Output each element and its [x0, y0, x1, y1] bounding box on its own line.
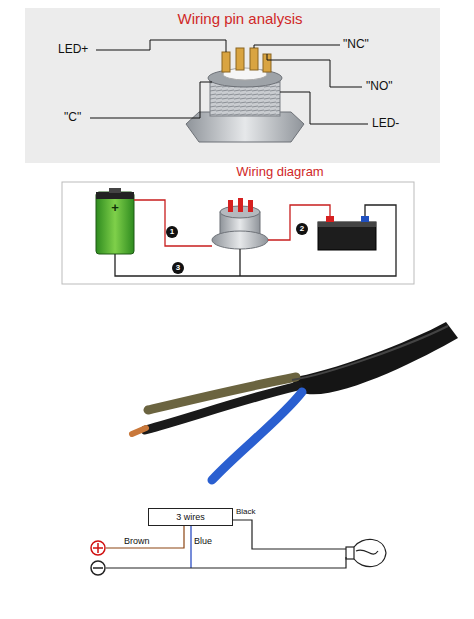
pin-name: LED+ [58, 43, 88, 56]
title: Wiring diagram [236, 165, 323, 179]
pin-name: "C" [64, 111, 81, 124]
wires [115, 200, 396, 276]
wire-color: Brown [124, 537, 150, 547]
pin-name: "NC" [343, 38, 369, 51]
lamp-symbol [346, 539, 386, 566]
plus-terminal [91, 541, 105, 555]
cable-photo [132, 322, 458, 480]
wire-box: 3 wires [148, 508, 233, 526]
pin-name: LED- [372, 117, 399, 130]
callout-number: 3 [172, 262, 184, 274]
schematic-wires [106, 520, 346, 568]
box-text: 3 wires [176, 512, 205, 522]
title: Wiring pin analysis [177, 11, 302, 28]
panel-ground [25, 8, 440, 163]
wire-color: Black [236, 508, 256, 517]
minus-terminal [91, 561, 105, 575]
wire-color: Blue [194, 537, 212, 547]
car-battery [318, 216, 376, 250]
callout-number: 1 [166, 226, 178, 238]
push-switch [186, 48, 304, 142]
wiring-switch [212, 198, 268, 249]
pin-name: "NO" [366, 80, 393, 93]
panel-frame [62, 182, 414, 284]
leader-lines [90, 40, 368, 124]
green-battery [96, 188, 134, 254]
polarity-sign: + [111, 201, 119, 215]
callout-number: 2 [296, 223, 308, 235]
